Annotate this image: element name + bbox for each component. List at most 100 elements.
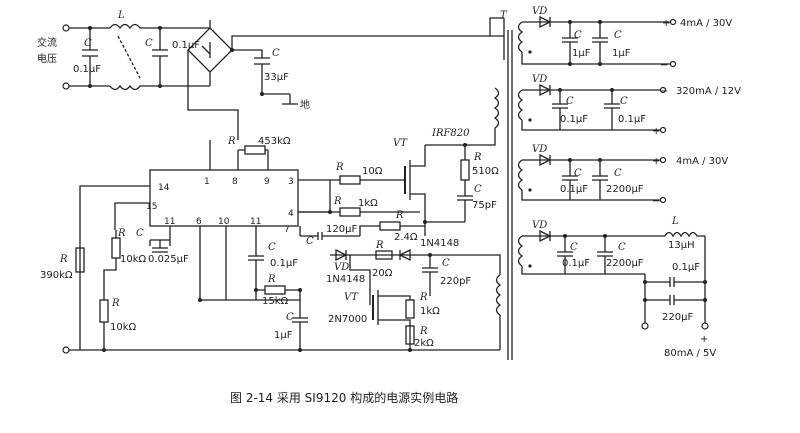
label-r10: R bbox=[419, 292, 428, 303]
label-t1: T bbox=[500, 10, 508, 21]
output2-rating: 320mA / 12V bbox=[676, 86, 741, 97]
pin-1: 1 bbox=[204, 177, 210, 187]
label-vd2-part: 1N4148 bbox=[326, 274, 365, 285]
pin-9: 9 bbox=[264, 177, 270, 187]
pin-4: 4 bbox=[288, 209, 294, 219]
label-r8-val: 10Ω bbox=[362, 166, 383, 177]
resistor-r7 bbox=[379, 221, 401, 231]
label-c1-val: 0.1μF bbox=[73, 64, 101, 75]
label-c16-val: 0.1μF bbox=[672, 262, 700, 273]
ac-terminal-top bbox=[62, 24, 70, 32]
resistor-r10 bbox=[405, 299, 415, 319]
label-r6-val: 1kΩ bbox=[358, 198, 378, 209]
diode-vd3 bbox=[398, 248, 411, 262]
label-c2: C bbox=[145, 38, 153, 49]
output2-plus: + bbox=[652, 126, 660, 137]
switching-section bbox=[330, 144, 502, 350]
label-c18-val: 75pF bbox=[472, 200, 497, 211]
label-l2: L bbox=[671, 216, 679, 227]
label-l2-val: 13μH bbox=[668, 240, 695, 251]
pin-11: 11 bbox=[250, 217, 261, 227]
label-c6-val: 0.1μF bbox=[270, 258, 298, 269]
resistor-r9 bbox=[375, 250, 393, 260]
label-c13-val: 2200μF bbox=[606, 184, 644, 195]
label-c10-val: 0.1μF bbox=[560, 114, 588, 125]
output-1 bbox=[517, 15, 670, 65]
label-r4: R bbox=[117, 228, 126, 239]
output3-rating: 4mA / 30V bbox=[676, 156, 728, 167]
label-r9: R bbox=[375, 240, 384, 251]
label-c5-val: 120μF bbox=[326, 224, 357, 235]
figure-caption: 图 2-14 采用 SI9120 构成的电源实例电路 bbox=[230, 390, 458, 405]
label-vt1-part: IRF820 bbox=[431, 128, 470, 139]
label-vt2: VT bbox=[344, 292, 359, 303]
label-r8: R bbox=[335, 162, 344, 173]
output-2 bbox=[517, 83, 660, 131]
label-c8-val: 1μF bbox=[572, 48, 591, 59]
label-c14: C bbox=[570, 242, 578, 253]
label-r1: R bbox=[227, 136, 236, 147]
label-c9-val: 1μF bbox=[612, 48, 631, 59]
label-vd6: VD bbox=[532, 220, 547, 231]
diode-vd2 bbox=[335, 248, 348, 262]
resistor-r8 bbox=[339, 175, 361, 185]
label-c13: C bbox=[614, 168, 622, 179]
resistor-r6 bbox=[339, 207, 361, 217]
label-r9-val: 20Ω bbox=[372, 268, 393, 279]
label-vd3-part: 1N4148 bbox=[420, 238, 459, 249]
label-c7: C bbox=[286, 312, 294, 323]
label-c2-val: 0.1μF bbox=[172, 40, 200, 51]
component-labels: 交流 电压 L C 0.1μF C 0.1μF C 33μF 地 R 453kΩ… bbox=[37, 6, 741, 359]
pin-6: 6 bbox=[196, 217, 202, 227]
label-r6: R bbox=[333, 196, 342, 207]
pin-7: 7 bbox=[284, 225, 290, 235]
label-c11-val: 0.1μF bbox=[618, 114, 646, 125]
label-l1: L bbox=[117, 10, 125, 21]
label-c18: C bbox=[474, 184, 482, 195]
pin-8: 8 bbox=[232, 177, 238, 187]
label-c3-val: 33μF bbox=[264, 72, 289, 83]
output3-minus: − bbox=[652, 196, 660, 207]
label-c17-val: 220μF bbox=[662, 312, 693, 323]
output2-minus: − bbox=[660, 86, 668, 97]
label-c14-val: 0.1μF bbox=[562, 258, 590, 269]
label-c15: C bbox=[618, 242, 626, 253]
label-c21-val: 220pF bbox=[440, 276, 471, 287]
label-c9: C bbox=[614, 30, 622, 41]
label-r2: R bbox=[59, 254, 68, 265]
label-c7-val: 1μF bbox=[274, 330, 293, 341]
label-r2-val: 390kΩ bbox=[40, 270, 73, 281]
ic-si9120 bbox=[62, 140, 500, 354]
label-r3-val: 10kΩ bbox=[110, 322, 137, 333]
label-vd4: VD bbox=[532, 74, 547, 85]
output1-rating: 4mA / 30V bbox=[680, 18, 732, 29]
label-c4-val: 0.025μF bbox=[148, 254, 189, 265]
label-r1-val: 453kΩ bbox=[258, 136, 291, 147]
resistor-r5 bbox=[264, 285, 286, 295]
label-c6: C bbox=[268, 242, 276, 253]
label-r7: R bbox=[395, 210, 404, 221]
label-r11: R bbox=[419, 326, 428, 337]
label-vt2-part: 2N7000 bbox=[328, 314, 367, 325]
label-r5-val: 15kΩ bbox=[262, 296, 289, 307]
label-vd3: VD bbox=[532, 6, 547, 17]
label-c3: C bbox=[272, 48, 280, 59]
label-c11: C bbox=[620, 96, 628, 107]
label-ground: 地 bbox=[300, 98, 310, 111]
label-vt1: VT bbox=[393, 138, 408, 149]
resistor-r1 bbox=[244, 145, 266, 155]
junctions bbox=[88, 20, 707, 352]
label-r11-val: 2kΩ bbox=[414, 338, 434, 349]
pin-15: 15 bbox=[146, 202, 157, 212]
pin-10: 10 bbox=[218, 217, 230, 227]
output4-rating: 80mA / 5V bbox=[664, 348, 716, 359]
output4-plus: + bbox=[700, 334, 708, 345]
label-c1: C bbox=[84, 38, 92, 49]
label-r10-val: 1kΩ bbox=[420, 306, 440, 317]
resistor-r2 bbox=[75, 247, 85, 273]
resistor-r11 bbox=[405, 325, 415, 345]
output-3 bbox=[517, 153, 660, 201]
label-c10: C bbox=[566, 96, 574, 107]
label-r5: R bbox=[267, 274, 276, 285]
